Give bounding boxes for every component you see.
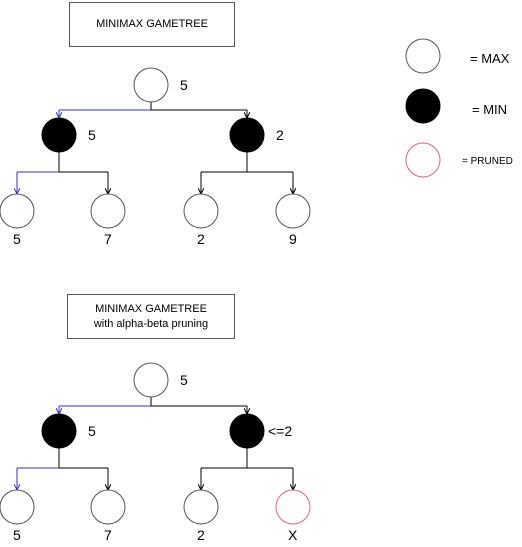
tree2-left-min-node (41, 413, 77, 449)
tree1-root-value: 5 (180, 77, 188, 93)
legend: = MAX = MIN = PRUNED (405, 38, 513, 178)
tree1-edges (17, 102, 293, 193)
tree2-edges (17, 397, 293, 489)
legend-pruned-symbol (405, 142, 441, 178)
tree1-leaf-value: 2 (197, 231, 205, 247)
tree1-leaf-node (0, 193, 35, 229)
tree2-leaf-node (183, 489, 219, 525)
tree2-leaf-node (90, 489, 126, 525)
tree1-leaf-node (275, 193, 311, 229)
tree2-leaf-node (0, 489, 35, 525)
tree2-pruned-leaf-node (275, 489, 311, 525)
tree2-right-min-value: <=2 (268, 423, 292, 439)
tree2-root-max-node (133, 362, 169, 398)
tree2: 5 5 <=2 5 7 2 X (0, 362, 311, 543)
tree1-leaf-node (183, 193, 219, 229)
tree2-right-min-node (229, 413, 265, 449)
legend-pruned-label: = PRUNED (462, 156, 513, 167)
tree1-leaf-value: 5 (13, 231, 21, 247)
tree2-pruned-leaf-value: X (288, 527, 298, 543)
tree2-leaf-value: 5 (13, 527, 21, 543)
tree1-right-min-node (229, 117, 265, 153)
legend-min-label: = MIN (472, 102, 507, 117)
tree2-root-value: 5 (180, 372, 188, 388)
tree2-leaf-value: 7 (104, 527, 112, 543)
tree1-leaf-value: 9 (289, 231, 297, 247)
tree1-root-max-node (133, 67, 169, 103)
legend-min-symbol (405, 88, 441, 124)
minimax-title: MINIMAX GAMETREE (96, 18, 208, 30)
tree1-left-min-node (41, 117, 77, 153)
tree2-left-min-value: 5 (88, 423, 96, 439)
alpha-beta-title-line1: MINIMAX GAMETREE (95, 302, 207, 315)
legend-max-label: = MAX (470, 51, 510, 66)
tree1: 5 5 2 5 7 2 9 (0, 67, 311, 247)
legend-max-symbol (405, 38, 441, 74)
tree2-leaf-value: 2 (197, 527, 205, 543)
minimax-title-box: MINIMAX GAMETREE (69, 2, 235, 47)
alpha-beta-title-line2: with alpha-beta pruning (93, 317, 209, 330)
alpha-beta-title-box: MINIMAX GAMETREE with alpha-beta pruning (67, 294, 235, 339)
tree1-left-min-value: 5 (88, 127, 96, 143)
tree1-right-min-value: 2 (276, 127, 284, 143)
tree1-leaf-node (90, 193, 126, 229)
tree1-leaf-value: 7 (104, 231, 112, 247)
